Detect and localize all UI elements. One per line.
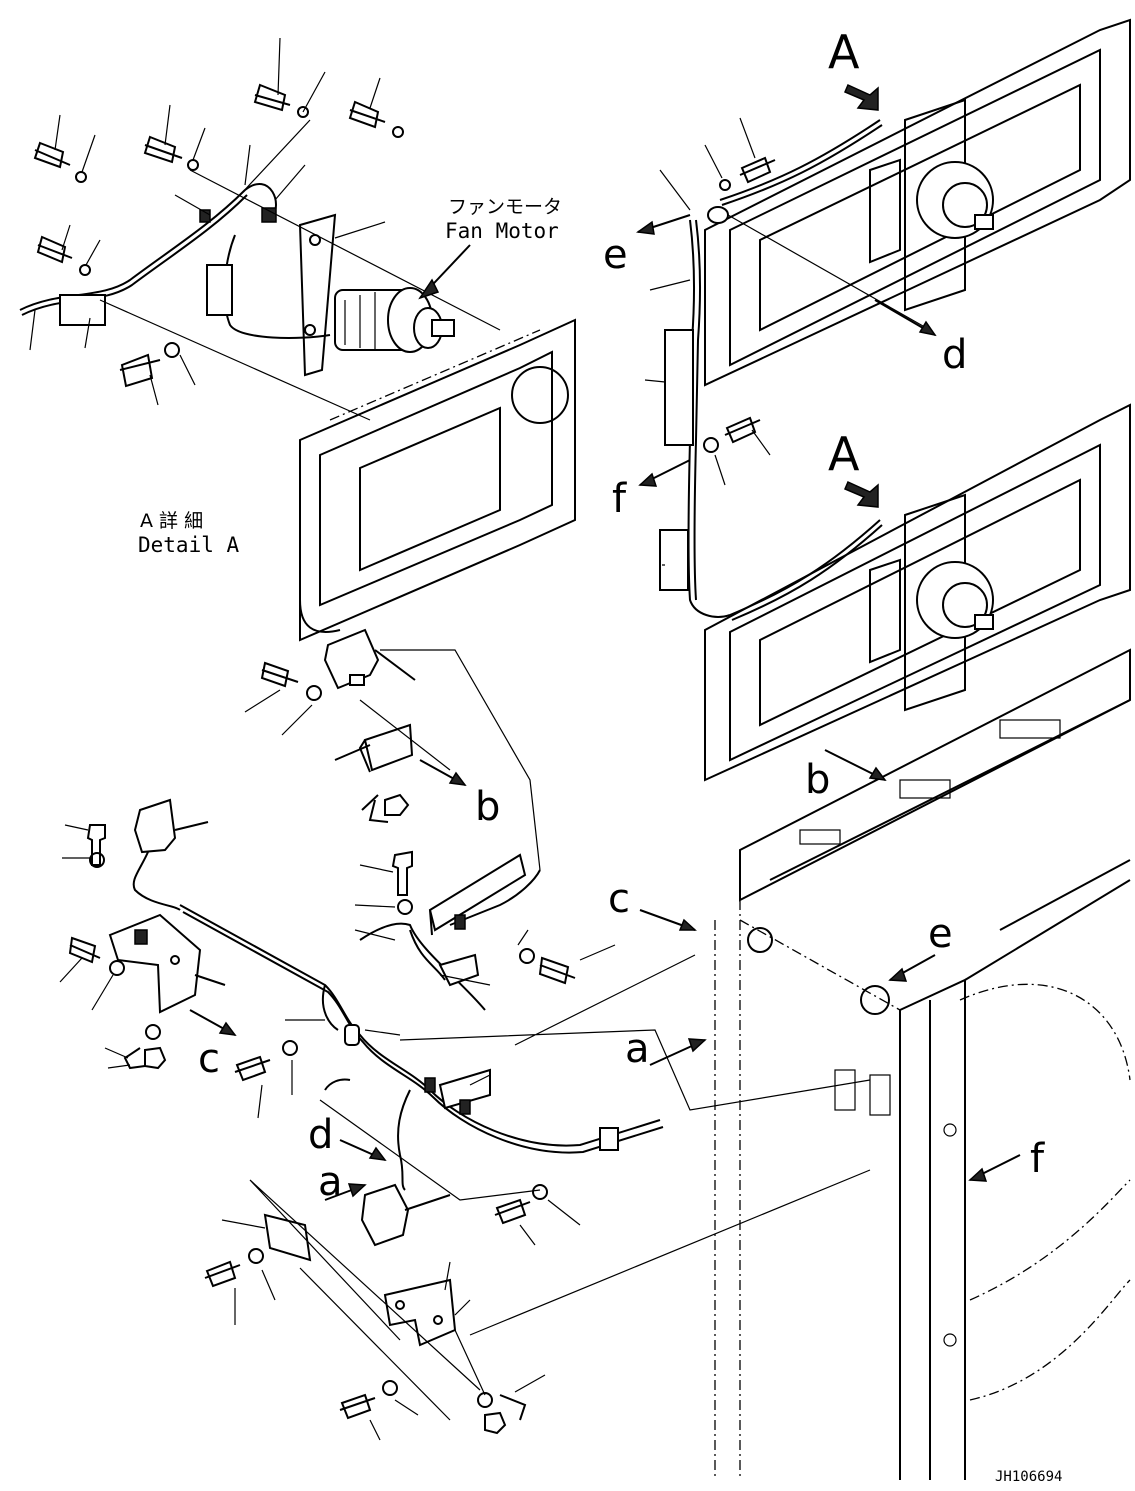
ref-label-f-middle: f [612,476,627,522]
fan-motor-label-en: Fan Motor [445,219,559,243]
work-lamp-left [132,798,209,911]
ref-label-e-top: e [603,232,628,278]
fan-motor-callout [418,244,471,300]
ref-label-c-left: c [198,1036,220,1082]
lower-chassis [714,648,1131,1480]
upper-bolts [703,156,776,453]
arrow-b-left [419,759,467,786]
arrow-c-left [189,1009,237,1036]
arrow-d-top [874,299,937,337]
ref-label-b-left: b [475,784,500,830]
detail-a-leaders [29,37,501,421]
arrow-b-right [824,749,887,781]
detail-a-frame [299,318,576,642]
ref-label-e-right: e [928,911,953,957]
arrow-a-left [324,1183,367,1201]
motor-bracket [298,213,337,377]
arrow-d-left [339,1139,387,1161]
detail-label-jp: A 詳 細 [140,510,203,532]
upper-frame-assembly [704,18,1131,387]
left-bolts [59,824,167,1070]
lower-brackets [221,1213,471,1347]
fan-motor-label-jp: ファンモータ [448,196,562,218]
lamp-bracket-upper [334,723,414,773]
ref-label-a-right: a [625,1026,650,1072]
work-lamp-upper [323,628,416,690]
arrow-e-top [636,214,691,235]
middle-bolts [234,850,616,1119]
lamp-bracket-left [108,913,226,1014]
view-arrow-a-middle [844,481,879,508]
detail-label-en: Detail A [138,533,240,557]
arrow-f-right [968,1154,1021,1182]
ref-label-b-right: b [805,757,830,803]
fan-motor [334,287,455,353]
ref-label-c-right: c [608,876,630,922]
ref-label-f-right: f [1030,1136,1045,1182]
view-label-a-top: A [828,25,860,79]
upper-nut [361,793,410,823]
arrow-a-right [649,1038,707,1066]
ref-label-a-left: a [318,1159,343,1205]
arrow-c-right [639,909,697,931]
main-harness [179,904,664,1191]
middle-bracket [428,853,527,987]
view-label-a-middle: A [828,427,860,481]
ref-label-d-left: d [308,1112,333,1158]
work-lamp-lower [360,1183,451,1247]
assembly-reference-lines [249,699,871,1421]
lower-bolts [204,1184,581,1441]
detail-a-bolts [33,83,404,388]
lamp-cable-upper [380,649,541,926]
upper-lamp-bolt [244,661,322,736]
upper-leaders [644,117,931,566]
ref-label-d-top: d [942,332,967,378]
arrow-f-middle [638,459,691,487]
arrow-e-right [888,954,936,982]
drawing-code: JH106694 [995,1469,1062,1485]
middle-frame-assembly [704,403,1131,782]
detail-a-harness [19,183,331,339]
upper-harness [659,219,731,618]
view-arrow-a-top [844,84,879,111]
